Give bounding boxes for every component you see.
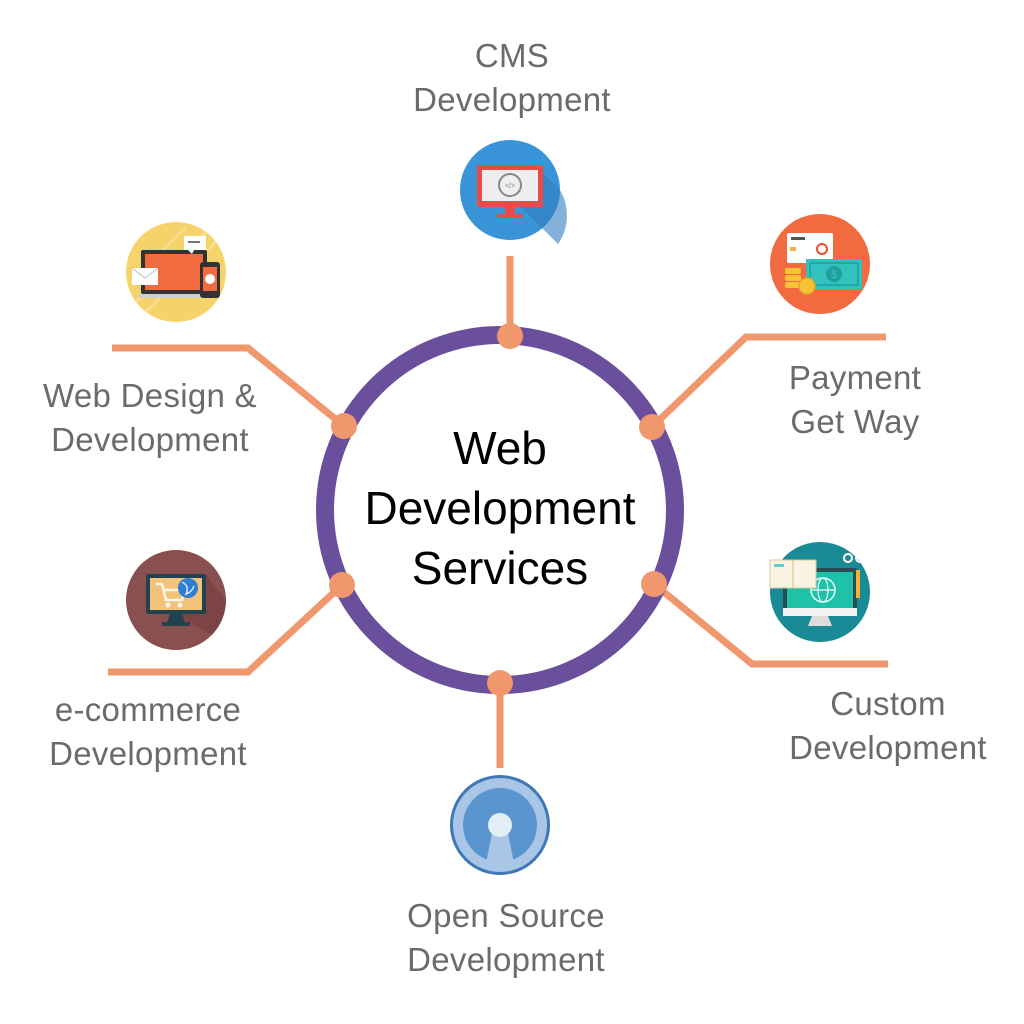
- label-open-source: Open Source Development: [376, 894, 636, 982]
- label-web-design: Web Design & Development: [10, 374, 290, 462]
- label-custom-line-1: Custom: [830, 685, 946, 722]
- connector-custom: [651, 581, 888, 668]
- center-title: Web Development Services: [330, 418, 670, 598]
- laptop-phone-mail-icon: [126, 222, 226, 322]
- ring-dot-custom: [641, 571, 667, 597]
- label-payment: Payment Get Way: [755, 356, 955, 444]
- center-title-line-3: Services: [411, 542, 589, 594]
- label-payment-line-1: Payment: [788, 359, 922, 396]
- connector-payment: [649, 333, 886, 430]
- label-cms-line-1: CMS: [474, 37, 550, 74]
- connectors: [108, 256, 888, 768]
- label-open-source-line-2: Development: [407, 941, 605, 978]
- connector-web-design: [112, 344, 347, 429]
- label-cms: CMS Development: [382, 34, 642, 122]
- svg-text:$: $: [831, 269, 837, 281]
- open-source-keyhole-icon: [450, 775, 550, 875]
- ring-dot-ecommerce: [329, 572, 355, 598]
- label-ecommerce-line-1: e-commerce: [54, 691, 242, 728]
- ring-dot-open-source: [487, 670, 513, 696]
- label-payment-line-2: Get Way: [790, 403, 920, 440]
- svg-text:</>: </>: [505, 183, 515, 190]
- card-cash-coins-icon: $: [770, 214, 870, 314]
- center-title-line-1: Web: [453, 422, 547, 474]
- label-custom-line-2: Development: [789, 729, 987, 766]
- label-web-design-line-1: Web Design &: [43, 377, 257, 414]
- connector-ecommerce: [108, 582, 345, 676]
- label-open-source-line-1: Open Source: [407, 897, 605, 934]
- label-ecommerce: e-commerce Development: [18, 688, 278, 776]
- ring-dot-web-design: [331, 413, 357, 439]
- monitor-code-icon: </>: [460, 140, 567, 244]
- ring-dot-cms: [497, 323, 523, 349]
- ring-dot-payment: [639, 414, 665, 440]
- monitor-globe-book-icon: [769, 542, 870, 642]
- label-cms-line-2: Development: [413, 81, 611, 118]
- label-custom: Custom Development: [760, 682, 1016, 770]
- label-web-design-line-2: Development: [51, 421, 249, 458]
- label-ecommerce-line-2: Development: [49, 735, 247, 772]
- monitor-cart-globe-icon: [126, 550, 227, 650]
- center-title-line-2: Development: [364, 482, 636, 534]
- ring-dots: [329, 323, 667, 696]
